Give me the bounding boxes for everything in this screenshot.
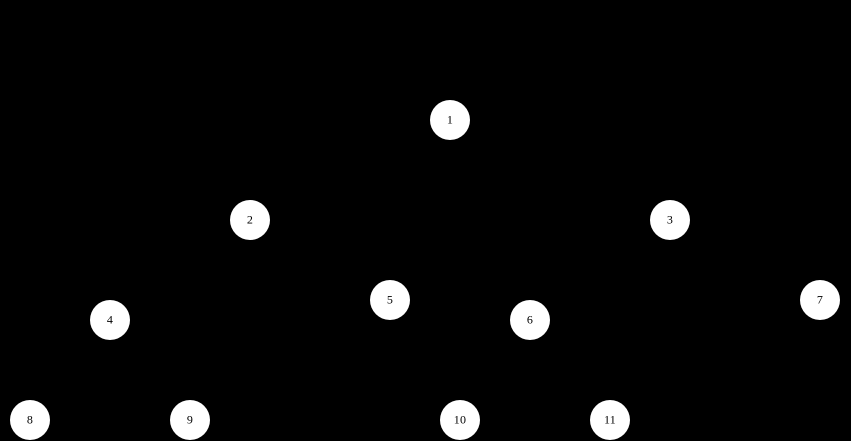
graph-node-label: 5: [386, 292, 394, 307]
graph-node-5[interactable]: 5: [370, 280, 410, 320]
graph-node-8[interactable]: 8: [10, 400, 50, 440]
graph-node-label: 7: [816, 292, 824, 307]
graph-node-1[interactable]: 1: [430, 100, 470, 140]
graph-node-2[interactable]: 2: [230, 200, 270, 240]
graph-node-10[interactable]: 10: [440, 400, 480, 440]
graph-node-11[interactable]: 11: [590, 400, 630, 440]
graph-node-label: 11: [604, 412, 616, 427]
graph-node-label: 10: [453, 412, 467, 427]
graph-node-7[interactable]: 7: [800, 280, 840, 320]
graph-node-label: 3: [666, 212, 674, 227]
graph-node-label: 4: [106, 312, 114, 327]
graph-node-label: 2: [246, 212, 254, 227]
graph-node-6[interactable]: 6: [510, 300, 550, 340]
graph-node-label: 8: [26, 412, 34, 427]
graph-node-label: 9: [186, 412, 194, 427]
graph-node-3[interactable]: 3: [650, 200, 690, 240]
graph-node-label: 1: [446, 112, 454, 127]
graph-node-label: 6: [526, 312, 534, 327]
graph-node-9[interactable]: 9: [170, 400, 210, 440]
graph-node-4[interactable]: 4: [90, 300, 130, 340]
